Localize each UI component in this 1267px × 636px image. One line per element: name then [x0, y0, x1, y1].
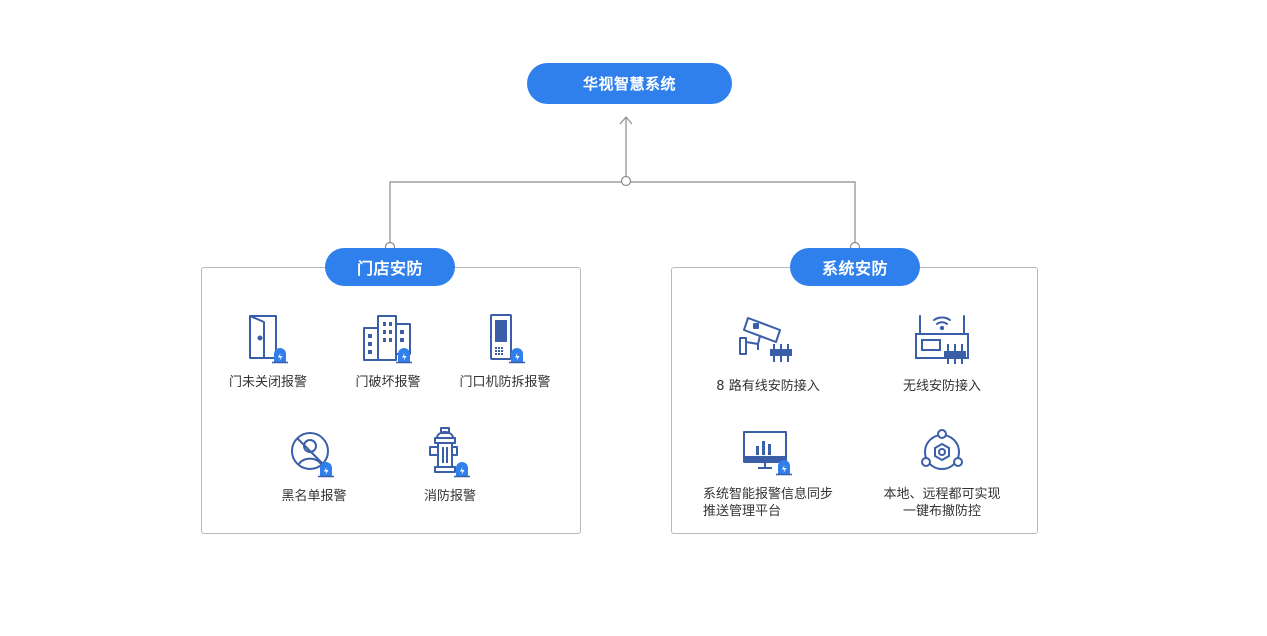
- junction-dot: [620, 175, 632, 187]
- wireless-router-icon: [915, 315, 969, 364]
- item-door-open-alarm: 门未关闭报警: [188, 312, 348, 391]
- building-alarm-icon: [363, 315, 412, 364]
- item-label-line: 系统智能报警信息同步: [702, 487, 833, 502]
- item-wireless-security-access: 无线安防接入: [862, 312, 1022, 395]
- root-node: 华视智慧系统: [527, 63, 732, 104]
- item-wired-security-access: 8 路有线安防接入: [688, 312, 848, 395]
- door-alarm-icon: [249, 315, 288, 364]
- branch-store-security: 门店安防: [325, 248, 455, 286]
- item-label-line: 推送管理平台: [702, 504, 781, 519]
- item-label-line: 本地、远程都可实现: [883, 487, 1001, 502]
- item-fire-alarm: 消防报警: [370, 426, 530, 505]
- item-alarm-sync-platform: 系统智能报警信息同步 推送管理平台: [688, 428, 848, 520]
- item-label: 门破坏报警: [355, 375, 421, 390]
- item-label: 系统智能报警信息同步 推送管理平台: [703, 486, 833, 520]
- item-blacklist-alarm: 黑名单报警: [234, 426, 394, 505]
- item-label: 8 路有线安防接入: [716, 379, 820, 394]
- item-label: 门未关闭报警: [228, 375, 307, 390]
- item-door-station-tamper-alarm: 门口机防拆报警: [425, 312, 585, 391]
- item-label: 本地、远程都可实现 一键布撤防控: [862, 486, 1022, 520]
- monitor-alarm-icon: [743, 431, 792, 476]
- system-security-panel: [671, 267, 1038, 534]
- fire-hydrant-alarm-icon: [429, 427, 470, 478]
- item-remote-arm-disarm: 本地、远程都可实现 一键布撤防控: [862, 426, 1022, 520]
- item-label: 消防报警: [423, 489, 476, 504]
- item-label-line: 一键布撤防控: [902, 504, 981, 519]
- camera-wired-icon: [739, 317, 792, 362]
- item-label: 门口机防拆报警: [459, 375, 551, 390]
- network-control-icon: [921, 429, 963, 470]
- item-label: 无线安防接入: [902, 379, 981, 394]
- store-security-panel: [201, 267, 581, 534]
- blacklist-alarm-icon: [291, 432, 334, 478]
- branch-system-security: 系统安防: [790, 248, 920, 286]
- door-station-alarm-icon: [490, 314, 525, 364]
- item-door-break-alarm: 门破坏报警: [308, 312, 468, 391]
- item-label: 黑名单报警: [281, 489, 347, 504]
